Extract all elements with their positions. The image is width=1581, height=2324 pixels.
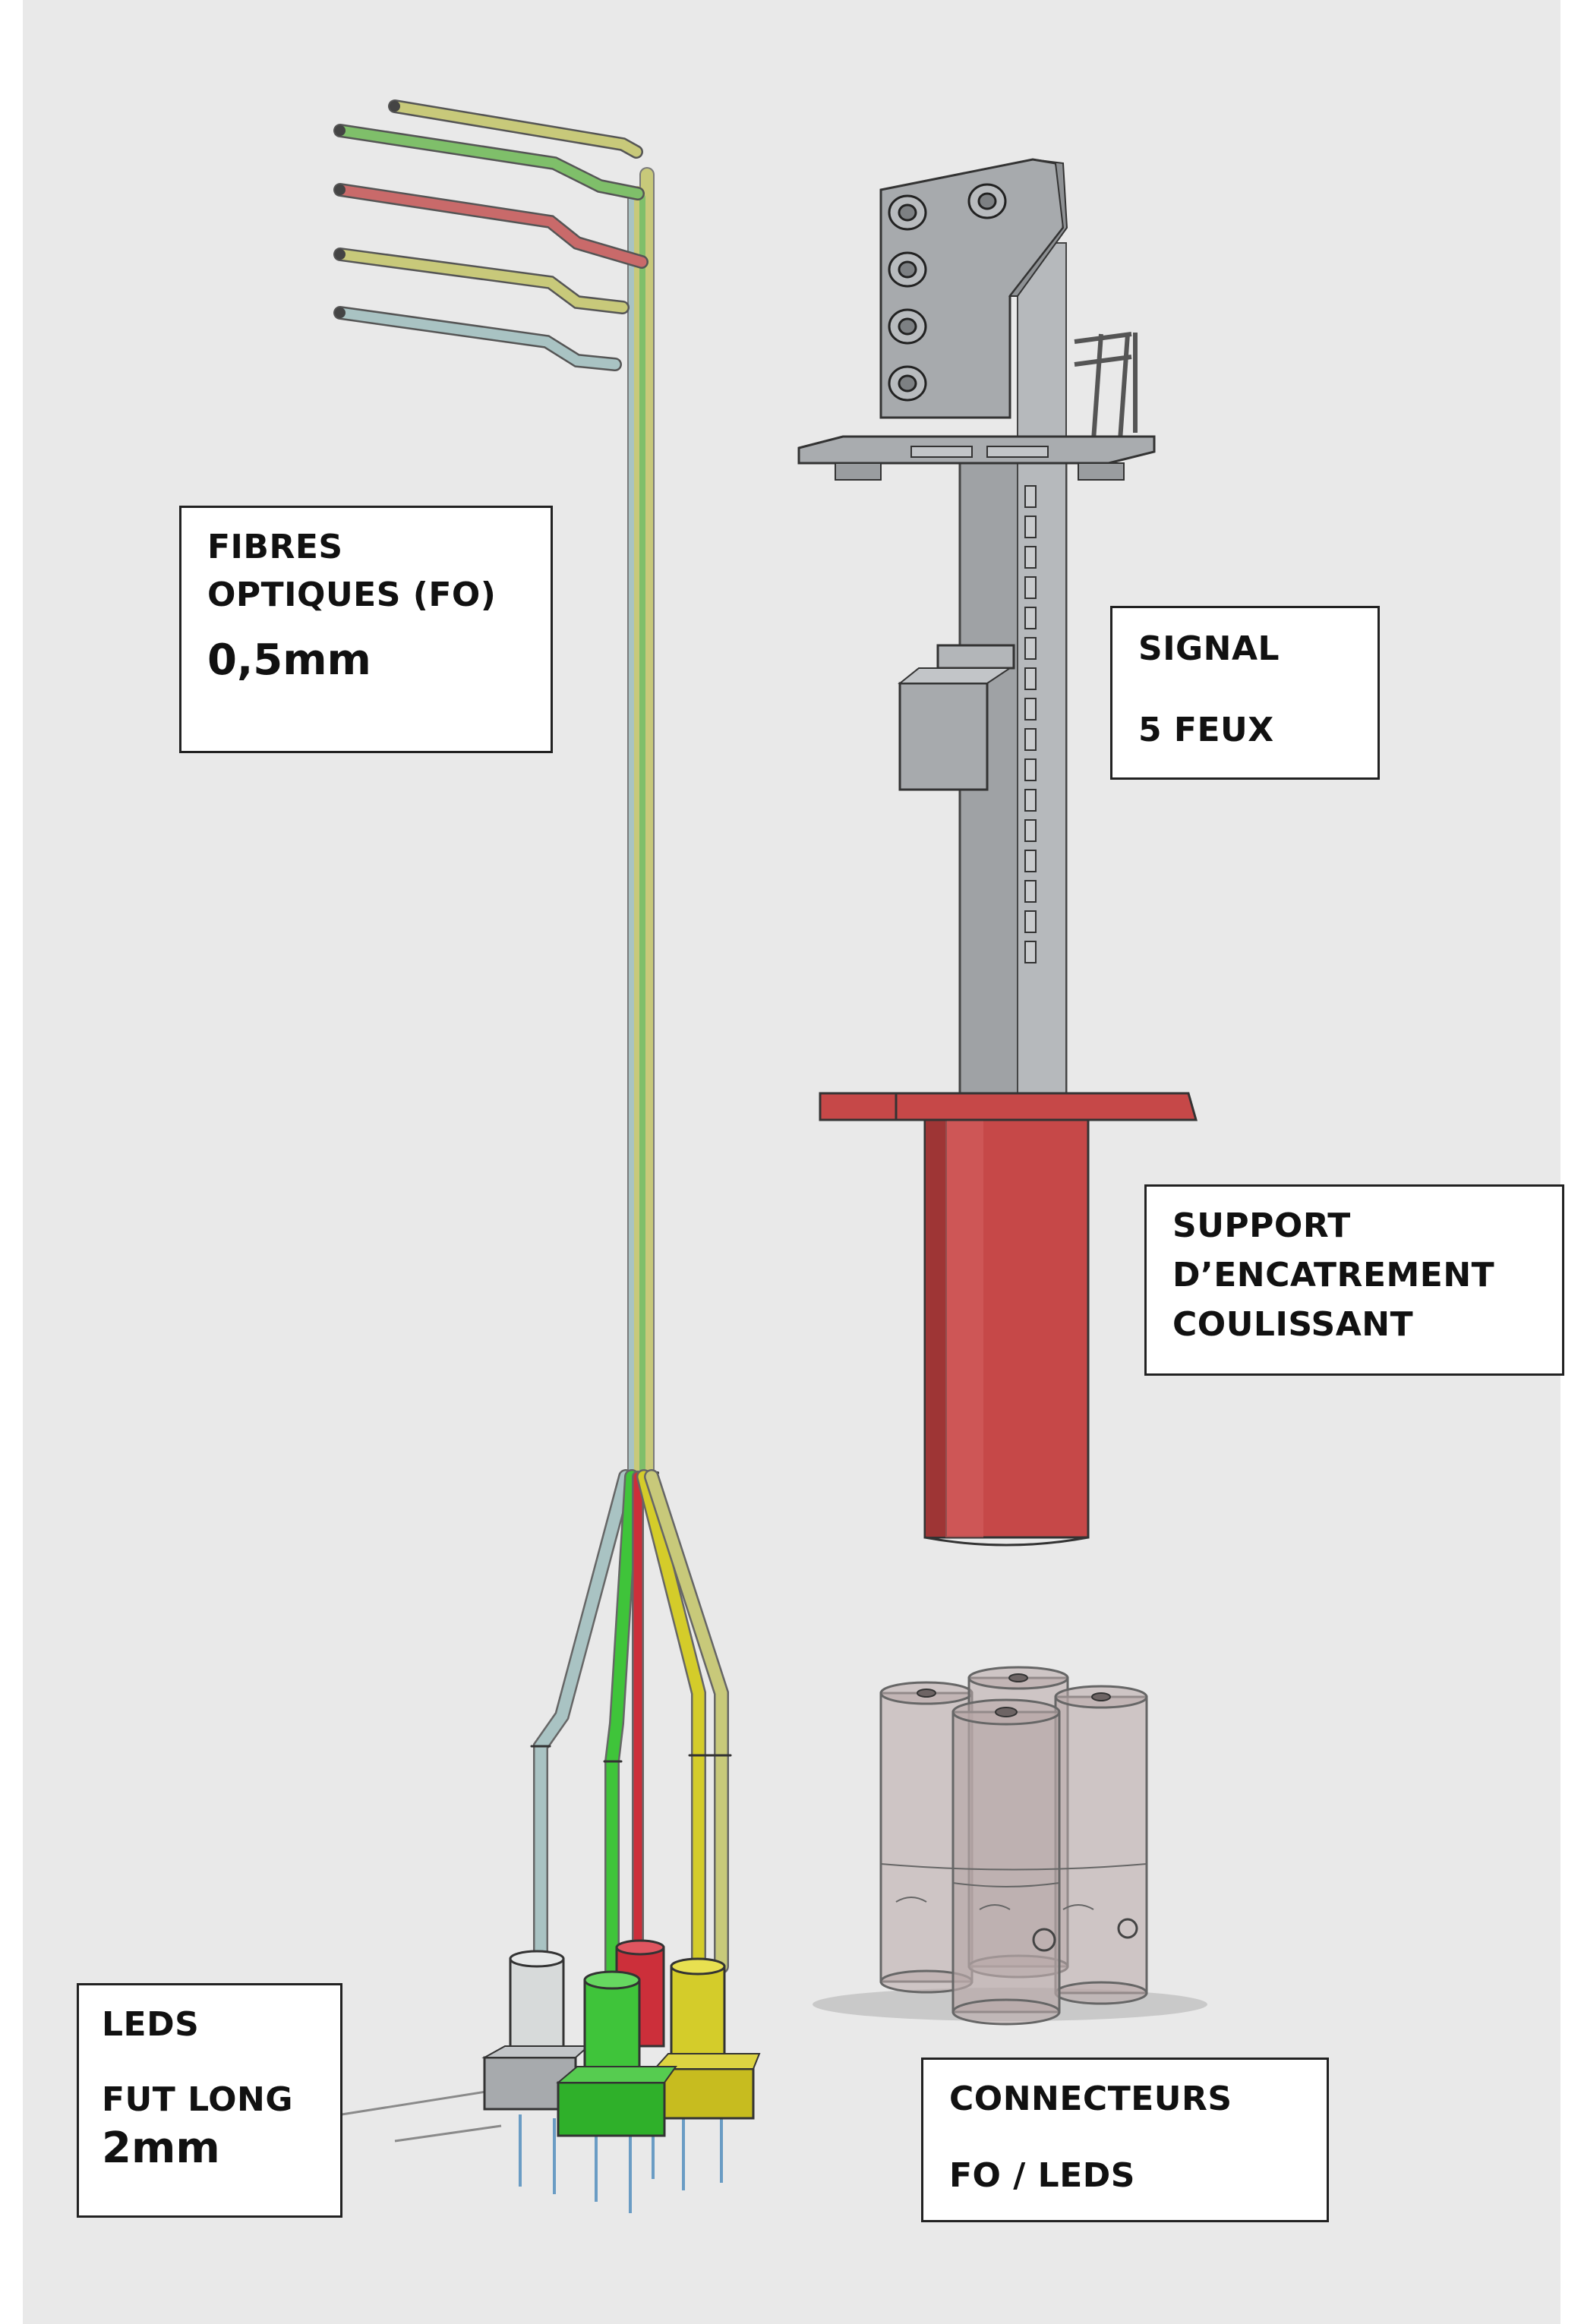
- sliding-support: [819, 1092, 1198, 1547]
- fibre-fan-green: [604, 1469, 639, 1982]
- leds-diameter: 2mm: [102, 2124, 220, 2173]
- label-support: SUPPORT D’ENCATREMENT COULISSANT: [1144, 1184, 1564, 1376]
- signal-head: [797, 158, 1156, 1118]
- fibre-trunk: [624, 167, 659, 1480]
- leds-line1: LEDS: [102, 2005, 200, 2044]
- fibres-diameter: 0,5mm: [207, 635, 371, 685]
- signal-line2: 5 FEUX: [1138, 711, 1274, 749]
- label-signal: SIGNAL 5 FEUX: [1110, 606, 1380, 780]
- background-panel: [23, 0, 1560, 2324]
- support-flange: [819, 1092, 1198, 1121]
- fibres-line2: OPTIQUES (FO): [207, 575, 497, 614]
- led-green: [556, 1970, 677, 2137]
- support-line1: SUPPORT: [1172, 1206, 1351, 1245]
- connecteurs-line1: CONNECTEURS: [949, 2080, 1232, 2118]
- connecteurs-line2: FO / LEDS: [949, 2156, 1135, 2195]
- connector-right: [1054, 1695, 1148, 1994]
- fibre-fan-yellow-2: [644, 1469, 729, 1974]
- leds-line2: FUT LONG: [102, 2080, 293, 2119]
- fibre-red: [333, 183, 648, 269]
- support-line2: D’ENCATREMENT: [1172, 1256, 1495, 1294]
- led-yellow: [652, 1957, 761, 2120]
- signal-side-box: [898, 644, 1015, 791]
- fibre-fan-yellow-1: [636, 1469, 706, 1974]
- fibres-line1: FIBRES: [207, 528, 343, 566]
- label-connecteurs: CONNECTEURS FO / LEDS: [921, 2058, 1329, 2222]
- signal-platform: [797, 435, 1156, 481]
- leds-group: [341, 1939, 761, 2213]
- fibre-fan-blue: [533, 1469, 633, 1966]
- signal-ladder: [1074, 332, 1138, 441]
- label-fibres-optiques: FIBRES OPTIQUES (FO) 0,5mm: [179, 506, 553, 753]
- optical-fibres: [333, 99, 732, 1982]
- signal-line1: SIGNAL: [1138, 629, 1280, 668]
- fibre-mid-yellow: [333, 248, 630, 314]
- connector-front: [951, 1711, 1061, 2013]
- signal-lamps: [888, 183, 1007, 402]
- label-leds: LEDS FUT LONG 2mm: [77, 1983, 342, 2218]
- support-line3: COULISSANT: [1172, 1305, 1414, 1344]
- connectors-group: [813, 1666, 1207, 2026]
- fibre-blue: [333, 306, 622, 371]
- fibre-top-yellow: [388, 99, 643, 159]
- fibre-top-green: [333, 124, 645, 200]
